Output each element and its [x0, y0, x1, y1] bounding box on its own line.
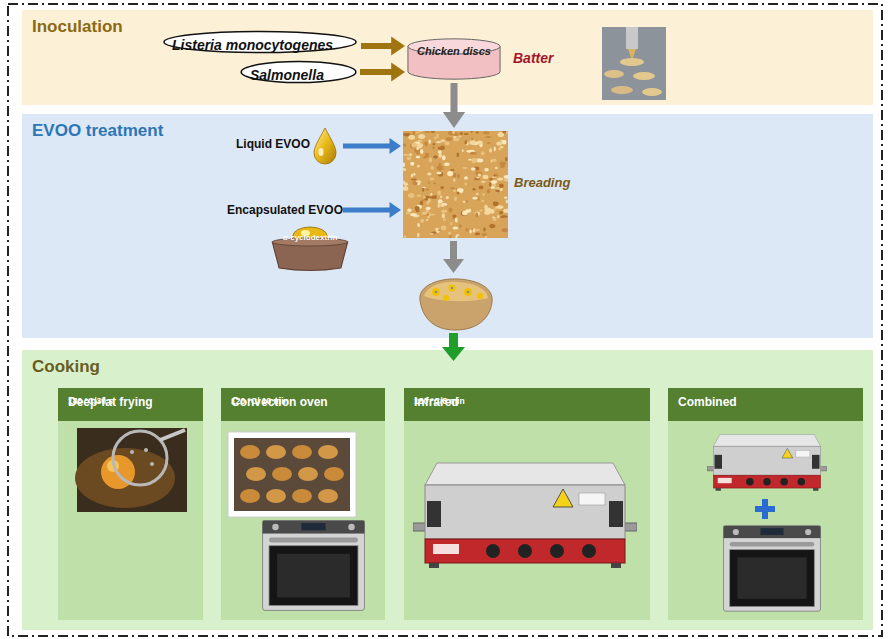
cooking-panel: Infrared180 °C/8 min: [404, 388, 650, 620]
bowl-shape: [270, 226, 350, 272]
panel-fills: [58, 388, 863, 620]
organism-ellipse: Salmonella: [240, 60, 357, 84]
breaded-product: [420, 279, 492, 330]
outer-border: [8, 4, 882, 636]
step-label: Batter: [513, 50, 553, 66]
panel-header: Deep-fat frying180 °C/30 s: [58, 388, 203, 421]
arrow-head: [391, 36, 405, 55]
connector-line: [361, 43, 393, 49]
sample-name: Chicken discs: [417, 45, 491, 57]
treatment-name: Encapsulated EVOO: [227, 203, 343, 217]
carrier-name: α-cyclodextrin: [270, 233, 350, 265]
cooking-panel: Combined: [668, 388, 863, 620]
arrow-head: [443, 112, 465, 128]
connector-line: [343, 208, 391, 213]
oven-illustration: [263, 521, 365, 611]
cooking-panel: Convection oven120 °C/ 10 min: [221, 388, 385, 620]
frying-photo: [75, 428, 187, 512]
section-heading: Cooking: [32, 357, 100, 377]
connector-line: [451, 83, 458, 114]
flow-connector: [443, 83, 465, 128]
section-heading: EVOO treatment: [32, 121, 163, 141]
panel-header: Combined: [668, 388, 863, 421]
flow-connector: [343, 202, 401, 218]
connector-line: [360, 69, 393, 75]
process-arrow: [443, 241, 464, 273]
organism-ellipse: Listeria monocytogenes: [162, 30, 358, 54]
step-label: Breading: [514, 175, 570, 190]
arrow-head: [391, 62, 405, 81]
combined-illustration: [707, 434, 827, 611]
method-name: Combined: [678, 395, 737, 409]
section-band: InoculationListeria monocytogenesSalmone…: [22, 10, 873, 105]
cooking-panel: Deep-fat frying180 °C/30 s: [58, 388, 203, 620]
method-condition: 120 °C/ 10 min: [231, 396, 289, 406]
band-fills: [22, 10, 873, 630]
oil-drop: [314, 128, 336, 164]
flow-arrow: [442, 333, 465, 361]
section-heading: Inoculation: [32, 17, 123, 37]
infrared-illustration: [413, 463, 637, 568]
organism-name: Salmonella: [250, 67, 324, 83]
breading-texture: [403, 131, 508, 238]
treatment-label: Encapsulated EVOO: [217, 196, 340, 224]
arrow-head: [390, 202, 402, 218]
flow-connector: [343, 138, 401, 154]
organism-name: Listeria monocytogenes: [172, 37, 333, 53]
connector-line: [343, 144, 391, 149]
arrow-head: [390, 138, 402, 154]
cyclodextrin-bowl: α-cyclodextrin: [270, 226, 350, 272]
method-condition: 180 °C/8 min: [414, 396, 465, 406]
treatment-label: Liquid EVOO: [226, 130, 340, 162]
flow-connector: [361, 36, 405, 55]
cylinder-outline: [407, 38, 501, 80]
method-condition: 180 °C/30 s: [68, 396, 113, 406]
breading-square: Breading: [403, 131, 508, 238]
section-band: CookingDeep-fat frying180 °C/30 s Convect…: [22, 350, 873, 630]
tray-photo: [228, 432, 356, 517]
sample-cylinder: Chicken discsBatter: [407, 38, 501, 80]
batter-photo: [602, 27, 666, 100]
section-band: EVOO treatmentLiquid EVOO Encapsulated EV…: [22, 114, 873, 338]
panel-header: Convection oven120 °C/ 10 min: [221, 388, 385, 421]
treatment-name: Liquid EVOO: [236, 137, 310, 151]
flow-connector: [360, 62, 405, 81]
panel-header: Infrared180 °C/8 min: [404, 388, 650, 421]
